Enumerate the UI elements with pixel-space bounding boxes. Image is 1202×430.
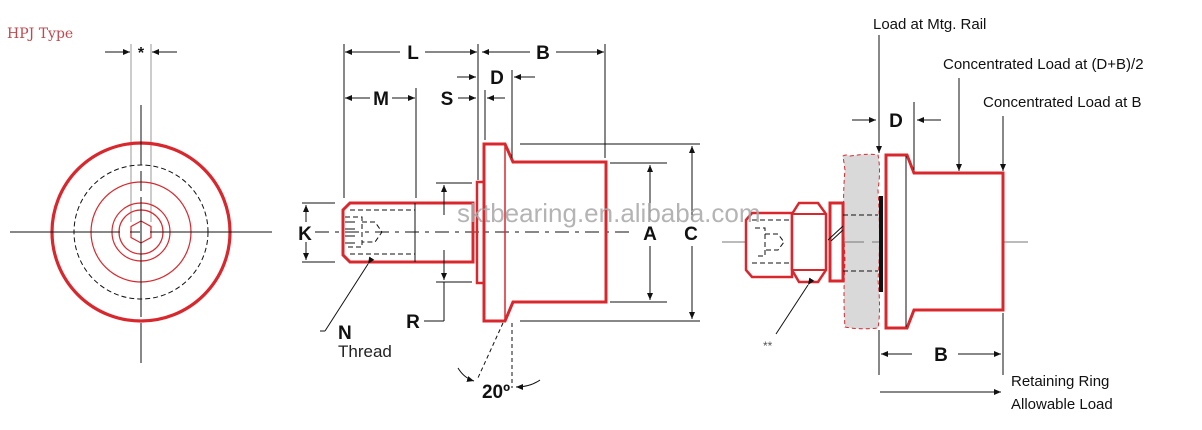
socket-cone-hidden <box>362 221 383 243</box>
nut-note-leader <box>775 277 815 335</box>
angle-label: 20º <box>482 382 510 403</box>
seal <box>879 196 883 292</box>
angle-reference-line <box>476 322 504 381</box>
dimension-C-label: C <box>684 224 698 245</box>
watermark: sktbearing.en.alibaba.com <box>457 198 761 228</box>
dimension-S-label: S <box>441 89 454 110</box>
hex-socket-hidden <box>755 227 766 257</box>
gap-mark <box>830 229 844 242</box>
thread-leader-line <box>324 256 375 332</box>
bore-dimension-label: * <box>138 45 145 62</box>
outer-ring-body <box>884 153 1005 330</box>
washer <box>828 201 845 283</box>
dimension-N-label: N <box>338 323 352 344</box>
diagram-title: HPJ Type <box>7 26 73 42</box>
dimension-D-label: D <box>490 68 504 89</box>
mount-dimension-D-label: D <box>889 111 903 132</box>
dimension-A-label: A <box>643 224 657 245</box>
retaining-ring-label: Retaining Ring <box>1011 373 1109 390</box>
load-at-rail-label: Load at Mtg. Rail <box>873 16 986 33</box>
side-view: L B D M S K R <box>298 43 700 403</box>
thread-label: Thread <box>338 342 392 361</box>
dimension-R-label: R <box>406 312 420 333</box>
angle-arrow <box>515 379 541 390</box>
dimension-M-label: M <box>373 89 389 110</box>
gap-mark <box>827 225 844 241</box>
mount-dimension-B-label: B <box>934 345 948 366</box>
dimension-B-label: B <box>536 43 550 64</box>
outer-ring-body <box>482 142 608 323</box>
stud-shaft <box>341 201 475 264</box>
dimension-K-label: K <box>298 224 312 245</box>
hex-socket-hidden <box>345 216 363 248</box>
load-at-b-label: Concentrated Load at B <box>983 94 1141 111</box>
load-mid-label: Concentrated Load at (D+B)/2 <box>943 56 1144 73</box>
angle-arrow <box>457 367 475 382</box>
nut-note-label: ** <box>763 339 773 353</box>
mounted-view: Load at Mtg. Rail Concentrated Load at (… <box>722 16 1144 413</box>
end-view: * <box>10 44 272 363</box>
hex-nut <box>790 201 828 284</box>
dimension-L-label: L <box>407 43 419 64</box>
socket-cone-hidden <box>765 233 785 251</box>
allowable-load-label: Allowable Load <box>1011 396 1113 413</box>
